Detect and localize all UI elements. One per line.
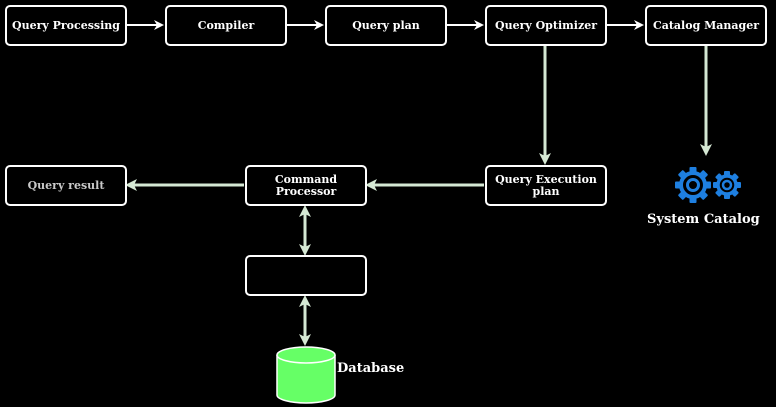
node-compiler[interactable]: Compiler: [165, 5, 287, 46]
node-query-optimizer[interactable]: Query Optimizer: [485, 5, 607, 46]
node-catalog-manager[interactable]: Catalog Manager: [645, 5, 767, 46]
system-catalog-label: System Catalog: [647, 212, 760, 227]
database-label: Database: [337, 361, 405, 376]
node-query-execution-plan[interactable]: Query Execution plan: [485, 165, 607, 206]
database-icon[interactable]: [275, 345, 337, 405]
node-query-processing[interactable]: Query Processing: [5, 5, 127, 46]
node-query-plan[interactable]: Query plan: [325, 5, 447, 46]
node-query-result[interactable]: Query result: [5, 165, 127, 206]
node-storage-empty[interactable]: [245, 255, 367, 296]
gear-icon[interactable]: [674, 165, 746, 205]
node-command-processor[interactable]: Command Processor: [245, 165, 367, 206]
